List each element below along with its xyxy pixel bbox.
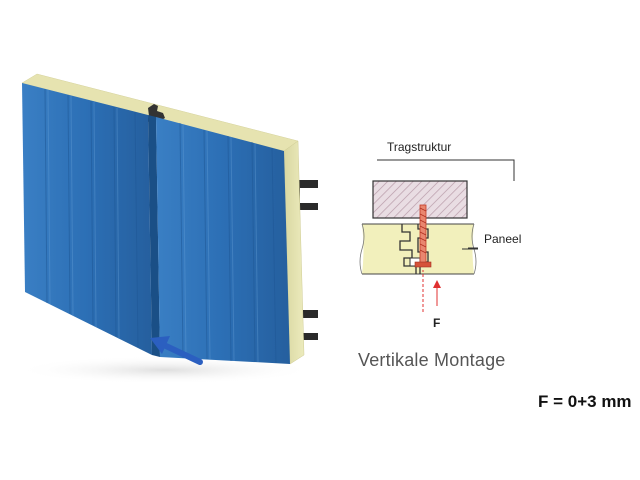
joint-detail-drawing <box>359 159 515 312</box>
support-structure-label: Tragstruktur <box>387 140 452 154</box>
support-structure-leader <box>377 159 515 181</box>
tolerance-label: F = 0+3 mm <box>538 392 632 411</box>
joint-profile-section <box>399 224 417 274</box>
direction-arrow-icon <box>150 336 203 365</box>
screw-icon <box>414 204 432 268</box>
force-label: F <box>433 316 441 330</box>
right-panel-face <box>156 117 290 364</box>
diagram-caption: Vertikale Montage <box>358 350 506 370</box>
panel-joint <box>148 115 160 357</box>
floor-shadow <box>15 356 315 384</box>
left-panel-face <box>22 83 152 355</box>
force-arrow <box>422 270 441 312</box>
panel-label: Paneel <box>484 232 522 246</box>
